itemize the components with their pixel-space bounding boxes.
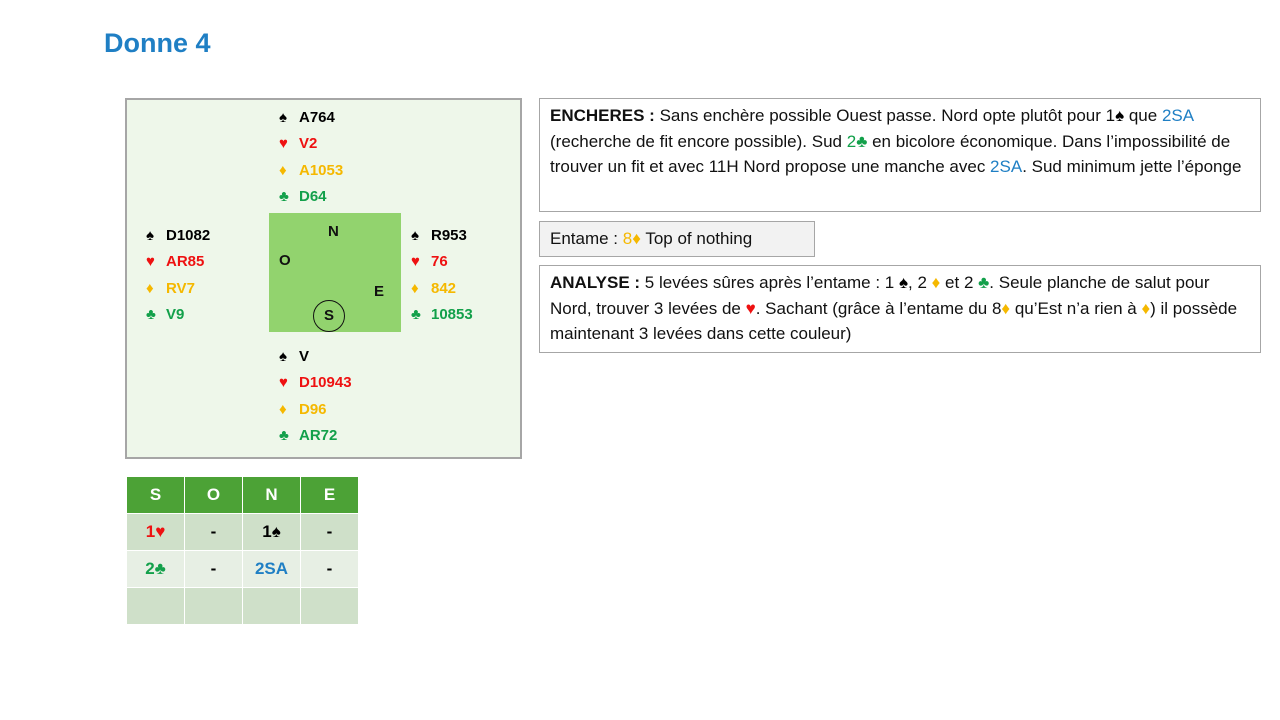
diamond-icon: ♦ (411, 279, 419, 297)
bidding-header-s: S (126, 476, 185, 514)
spade-icon: ♠ (898, 273, 909, 292)
west-spades: ♠D1082 (146, 223, 210, 249)
south-diamonds: ♦D96 (279, 397, 352, 423)
page-title: Donne 4 (104, 28, 211, 58)
compass-table: N O E S (269, 213, 401, 332)
club-icon: ♣ (411, 305, 421, 323)
bidding-header-row: S O N E (126, 476, 359, 514)
club-icon: ♣ (279, 426, 289, 444)
north-diamonds: ♦A1053 (279, 158, 343, 184)
heart-icon: ♥ (279, 374, 288, 392)
analyse-label: ANALYSE : (550, 273, 641, 292)
club-icon: ♣ (978, 273, 990, 292)
bidding-row: 1♥ - 1♠ - (126, 513, 359, 551)
north-hearts: ♥V2 (279, 131, 343, 157)
entame-label: Entame : (550, 229, 623, 248)
spade-icon: ♠ (279, 348, 287, 365)
bid-cell (242, 587, 301, 625)
west-hearts: ♥AR85 (146, 249, 210, 275)
diamond-icon: ♦ (632, 229, 641, 248)
compass-east: E (374, 283, 385, 300)
bidding-header-e: E (300, 476, 359, 514)
compass-west: O (279, 252, 291, 269)
east-clubs: ♣10853 (411, 302, 473, 328)
west-clubs: ♣V9 (146, 302, 210, 328)
north-hand: ♠A764 ♥V2 ♦A1053 ♣D64 (279, 105, 343, 210)
club-icon: ♣ (279, 187, 289, 205)
heart-icon: ♥ (155, 522, 166, 541)
bid-cell (184, 587, 243, 625)
compass-south-dealer-marker: S (313, 300, 345, 332)
south-hearts: ♥D10943 (279, 370, 352, 396)
bid-cell: - (184, 513, 243, 551)
bid-cell: - (300, 513, 359, 551)
spade-icon: ♠ (146, 227, 154, 244)
diamond-icon: ♦ (1141, 298, 1151, 318)
encheres-label: ENCHERES : (550, 106, 655, 125)
east-hearts: ♥76 (411, 249, 473, 275)
south-clubs: ♣AR72 (279, 423, 352, 449)
spade-icon: ♠ (411, 227, 419, 244)
bid-cell: 1♥ (126, 513, 185, 551)
east-diamonds: ♦842 (411, 276, 473, 302)
spade-icon: ♠ (271, 522, 281, 541)
bid-cell: 1♠ (242, 513, 301, 551)
heart-icon: ♥ (411, 253, 420, 271)
bid-cell: - (300, 550, 359, 588)
encheres-textbox: ENCHERES : Sans enchère possible Ouest p… (539, 98, 1261, 212)
spade-icon: ♠ (279, 109, 287, 126)
heart-icon: ♥ (745, 298, 756, 318)
north-clubs: ♣D64 (279, 184, 343, 210)
west-diamonds: ♦RV7 (146, 276, 210, 302)
east-hand: ♠R953 ♥76 ♦842 ♣10853 (411, 223, 473, 328)
diamond-icon: ♦ (1001, 298, 1011, 318)
heart-icon: ♥ (279, 135, 288, 153)
diamond-icon: ♦ (279, 400, 287, 418)
bid-cell (126, 587, 185, 625)
analyse-textbox: ANALYSE : 5 levées sûres après l’entame … (539, 265, 1261, 353)
bid-cell: 2SA (242, 550, 301, 588)
heart-icon: ♥ (146, 253, 155, 271)
bidding-header-n: N (242, 476, 301, 514)
club-icon: ♣ (146, 305, 156, 323)
bidding-row: 2♣ - 2SA - (126, 550, 359, 588)
west-hand: ♠D1082 ♥AR85 ♦RV7 ♣V9 (146, 223, 210, 328)
bid-cell: 2♣ (126, 550, 185, 588)
club-icon: ♣ (856, 131, 868, 151)
east-spades: ♠R953 (411, 223, 473, 249)
diamond-icon: ♦ (146, 279, 154, 297)
bid-cell: - (184, 550, 243, 588)
diamond-icon: ♦ (931, 273, 941, 292)
north-spades: ♠A764 (279, 105, 343, 131)
compass-north: N (328, 223, 339, 240)
bidding-table: S O N E 1♥ - 1♠ - 2♣ - 2SA - (126, 476, 359, 625)
entame-textbox: Entame : 8♦ Top of nothing (539, 221, 815, 257)
bid-cell (300, 587, 359, 625)
south-hand: ♠V ♥D10943 ♦D96 ♣AR72 (279, 344, 352, 449)
bidding-header-o: O (184, 476, 243, 514)
club-icon: ♣ (154, 559, 166, 578)
diamond-icon: ♦ (279, 161, 287, 179)
bidding-row (126, 587, 359, 625)
south-spades: ♠V (279, 344, 352, 370)
spade-icon: ♠ (1115, 106, 1125, 125)
